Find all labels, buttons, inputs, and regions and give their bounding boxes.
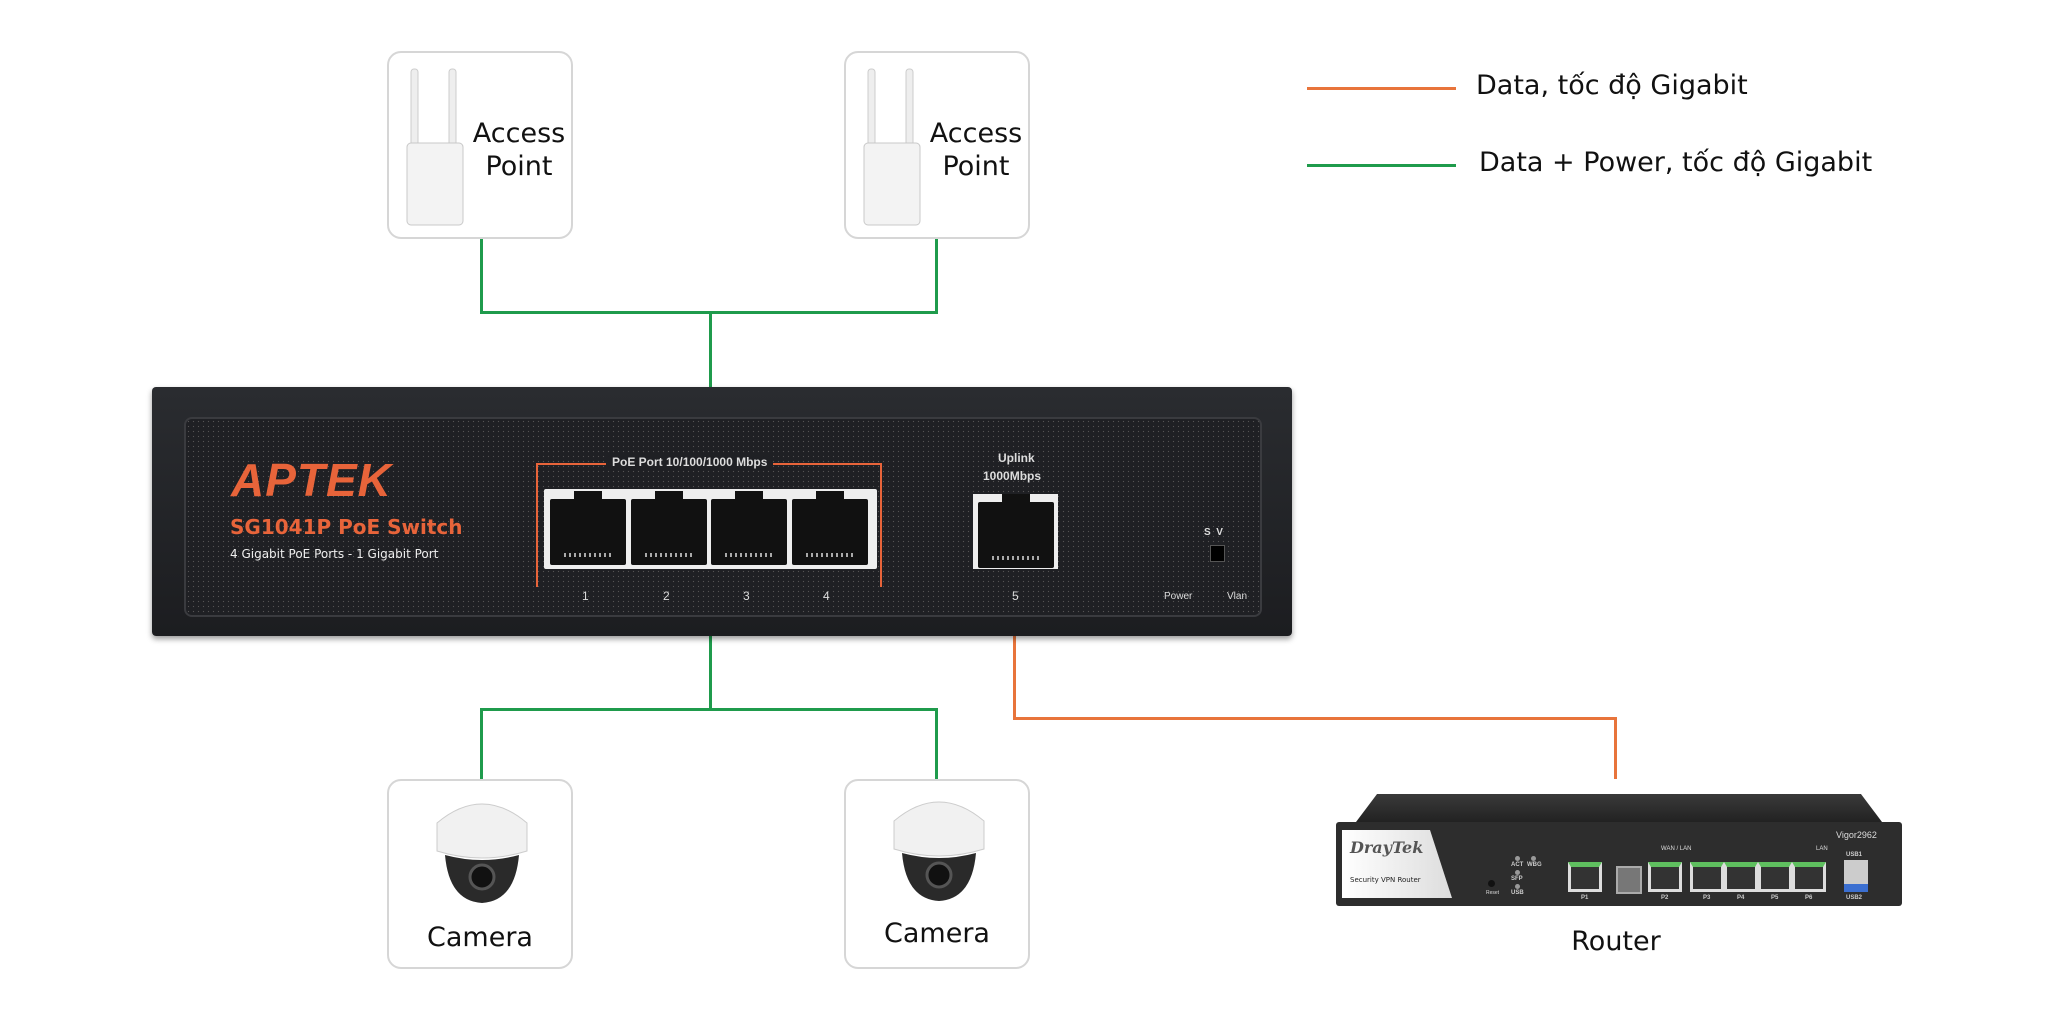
legend-data-power-label: Data + Power, tốc độ Gigabit xyxy=(1479,147,1873,178)
port-number: 1 xyxy=(582,589,589,603)
led-act xyxy=(1515,856,1520,861)
poe-port-1[interactable] xyxy=(550,491,626,565)
router-wan-label: WAN / LAN xyxy=(1661,846,1692,852)
port-number: 4 xyxy=(823,589,830,603)
poe-port-4[interactable] xyxy=(792,491,868,565)
led-wbg xyxy=(1531,856,1536,861)
poe-port-2[interactable] xyxy=(631,491,707,565)
wire-router xyxy=(1614,717,1617,779)
wire-ap1 xyxy=(480,238,483,313)
router-port-label: P3 xyxy=(1703,895,1711,901)
access-point-label: Access Point xyxy=(924,117,1028,183)
reset-button[interactable] xyxy=(1488,880,1495,887)
router-label: Router xyxy=(1571,926,1661,957)
mode-switch[interactable] xyxy=(1210,545,1225,562)
led-vlan-label: Vlan xyxy=(1227,591,1248,602)
router-port-p1[interactable] xyxy=(1568,862,1602,892)
router-port-label: P4 xyxy=(1737,895,1745,901)
switch-front-panel: APTEK SG1041P PoE Switch 4 Gigabit PoE P… xyxy=(184,417,1262,617)
access-point-card-1: Access Point xyxy=(387,51,573,239)
router-brand-plate: DrayTek Security VPN Router xyxy=(1342,830,1452,898)
led-wbg-label: WBG xyxy=(1527,862,1542,868)
router-port-label: P1 xyxy=(1581,895,1589,901)
sfp-slot[interactable] xyxy=(1616,866,1642,894)
legend-data-label: Data, tốc độ Gigabit xyxy=(1476,70,1748,101)
camera-label: Camera xyxy=(427,922,533,953)
router-model: Vigor2962 xyxy=(1836,830,1877,840)
wire-uplink-bus xyxy=(1013,717,1617,720)
legend-orange-line xyxy=(1307,87,1456,90)
wire-bottom-bus xyxy=(480,708,938,711)
router-device: DrayTek Security VPN Router Vigor2962 WA… xyxy=(1336,794,1902,912)
camera-label: Camera xyxy=(884,918,990,949)
dome-camera-icon xyxy=(436,803,528,903)
access-point-card-2: Access Point xyxy=(844,51,1030,239)
legend-green-line xyxy=(1307,164,1456,167)
router-front: DrayTek Security VPN Router Vigor2962 WA… xyxy=(1336,822,1902,906)
port-number: 5 xyxy=(1012,589,1019,603)
access-point-label: Access Point xyxy=(467,117,571,183)
router-port-label: P2 xyxy=(1661,895,1669,901)
wire-top-switch xyxy=(709,311,712,388)
led-usb-label: USB xyxy=(1511,890,1524,896)
router-port-p6[interactable] xyxy=(1792,862,1826,892)
poe-port-3[interactable] xyxy=(711,491,787,565)
router-port-label: P6 xyxy=(1805,895,1813,901)
led-usb xyxy=(1515,884,1520,889)
led-sfp xyxy=(1515,870,1520,875)
router-port-label: P5 xyxy=(1771,895,1779,901)
router-port-p4[interactable] xyxy=(1724,862,1758,892)
router-port-p5[interactable] xyxy=(1758,862,1792,892)
port-number: 2 xyxy=(663,589,670,603)
access-point-icon xyxy=(406,68,464,226)
wire-bottom-switch xyxy=(709,636,712,710)
camera-card-1: Camera xyxy=(387,779,573,969)
wire-ap2 xyxy=(935,238,938,313)
port-number: 3 xyxy=(743,589,750,603)
led-sfp-label: SFP xyxy=(1511,876,1523,882)
led-act-label: ACT xyxy=(1511,862,1524,868)
router-port-p3[interactable] xyxy=(1690,862,1724,892)
router-lan-label: LAN xyxy=(1816,846,1828,852)
wire-cam1 xyxy=(480,708,483,780)
usb2-label: USB2 xyxy=(1846,895,1863,901)
usb-ports[interactable] xyxy=(1844,860,1868,892)
wire-uplink-down xyxy=(1013,636,1016,719)
switch-model: SG1041P PoE Switch xyxy=(230,515,463,539)
label-line: Point xyxy=(942,151,1010,182)
led-power-label: Power xyxy=(1164,591,1193,602)
router-port-p2[interactable] xyxy=(1648,862,1682,892)
usb1-label: USB1 xyxy=(1846,852,1863,858)
camera-card-2: Camera xyxy=(844,779,1030,969)
label-line: Point xyxy=(485,151,553,182)
aptek-logo: APTEK xyxy=(231,454,392,506)
router-subtitle: Security VPN Router xyxy=(1350,876,1421,884)
poe-switch: APTEK SG1041P PoE Switch 4 Gigabit PoE P… xyxy=(152,387,1292,636)
access-point-icon xyxy=(863,68,921,226)
poe-port-block xyxy=(544,489,877,569)
uplink-port-block xyxy=(973,494,1058,569)
router-top xyxy=(1356,794,1882,822)
switch-description: 4 Gigabit PoE Ports - 1 Gigabit Port xyxy=(230,547,439,561)
uplink-speed: 1000Mbps xyxy=(983,469,1042,483)
uplink-label: Uplink xyxy=(998,451,1035,465)
dome-camera-icon xyxy=(893,801,985,901)
label-line: Access xyxy=(929,118,1023,149)
mode-switch-labels: S V xyxy=(1204,527,1223,538)
draytek-logo: DrayTek xyxy=(1350,838,1424,857)
label-line: Access xyxy=(472,118,566,149)
wire-cam2 xyxy=(935,708,938,780)
poe-label: PoE Port 10/100/1000 Mbps xyxy=(606,455,774,469)
reset-label: Reset xyxy=(1486,890,1500,896)
uplink-port-5[interactable] xyxy=(978,494,1054,568)
